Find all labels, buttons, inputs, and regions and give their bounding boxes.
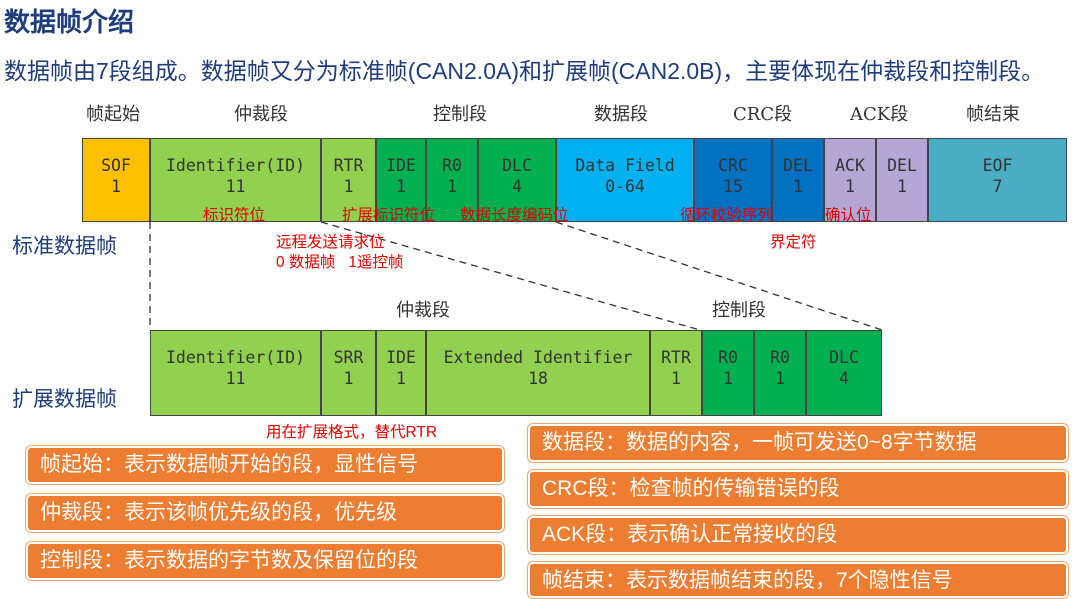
field-name: RTR: [333, 156, 364, 175]
note-data: 数据段：数据的内容，一帧可发送0~8字节数据: [528, 424, 1068, 462]
std-field-identifier: Identifier(ID) 11: [150, 138, 321, 222]
field-bits: 1: [343, 177, 354, 196]
rtr-connector-line: [320, 221, 701, 331]
field-bits: 1: [396, 369, 406, 388]
annotation-dlc: 数据长度编码位: [460, 207, 569, 224]
std-field-dlc: DLC 4: [478, 138, 556, 222]
annotation-rtr: 远程发送请求位: [276, 234, 385, 251]
ext-field-r0-a: R0 1: [702, 330, 754, 416]
field-bits: 4: [839, 369, 849, 388]
field-bits: 11: [225, 177, 246, 196]
field-bits: 1: [775, 369, 785, 388]
std-field-ide: IDE 1: [376, 138, 426, 222]
field-name: RTR: [661, 348, 691, 367]
field-bits: 7: [992, 177, 1003, 196]
field-bits: 1: [897, 177, 907, 196]
field-bits: 4: [512, 177, 522, 196]
field-name: Data Field: [575, 156, 675, 175]
field-bits: 1: [845, 177, 855, 196]
note-ack: ACK段：表示确认正常接收的段: [528, 516, 1068, 554]
ext-field-rtr: RTR 1: [650, 330, 702, 416]
field-bits: 1: [671, 369, 681, 388]
field-name: DLC: [829, 348, 859, 367]
annotation-rtr-values: 0 数据帧 1遥控帧: [276, 254, 404, 271]
field-name: Extended Identifier: [443, 348, 633, 367]
std-field-data: Data Field 0-64: [556, 138, 694, 222]
field-name: R0: [442, 156, 462, 175]
std-field-r0: R0 1: [426, 138, 478, 222]
field-name: DEL: [887, 156, 917, 175]
seg-label-data: 数据段: [594, 104, 648, 125]
field-name: R0: [718, 348, 738, 367]
ext-field-r0-b: R0 1: [754, 330, 806, 416]
annotation-delimiter: 界定符: [770, 234, 817, 251]
seg-label-crc: CRC段: [733, 104, 793, 125]
ext-field-srr: SRR 1: [321, 330, 376, 416]
field-bits: 1: [396, 177, 406, 196]
note-control: 控制段：表示数据的字节数及保留位的段: [26, 542, 504, 580]
ext-field-identifier: Identifier(ID) 11: [150, 330, 321, 416]
note-sof: 帧起始：表示数据帧开始的段，显性信号: [26, 446, 504, 484]
extended-frame-label: 扩展数据帧: [12, 388, 117, 411]
field-name: IDE: [386, 156, 416, 175]
seg-label-control: 控制段: [433, 104, 487, 125]
annotation-extended-id: 扩展标识符位: [342, 207, 436, 224]
intro-text: 数据帧由7段组成。数据帧又分为标准帧(CAN2.0A)和扩展帧(CAN2.0B)…: [4, 58, 1045, 84]
seg-label-eof: 帧结束: [966, 104, 1020, 125]
ext-seg-label-arbitration: 仲裁段: [396, 300, 450, 321]
standard-frame-label: 标准数据帧: [12, 235, 117, 258]
field-name: CRC: [718, 156, 748, 175]
field-bits: 1: [793, 177, 803, 196]
annotation-ack: 确认位: [825, 207, 872, 224]
field-name: R0: [770, 348, 790, 367]
field-bits: 0-64: [605, 177, 645, 196]
annotation-identifier: 标识符位: [203, 207, 266, 224]
field-name: DLC: [502, 156, 532, 175]
seg-label-ack: ACK段: [850, 104, 909, 125]
page-title: 数据帧介绍: [4, 7, 135, 37]
std-field-crc-del: DEL 1: [772, 138, 824, 222]
ext-seg-label-control: 控制段: [712, 300, 766, 321]
std-field-eof: EOF 7: [928, 138, 1067, 222]
dlc-connector-line: [555, 221, 883, 331]
seg-label-arbitration: 仲裁段: [234, 104, 288, 125]
field-bits: 18: [528, 369, 548, 388]
field-bits: 1: [111, 177, 121, 196]
annotation-srr: 用在扩展格式，替代RTR: [266, 424, 438, 441]
field-name: ACK: [835, 156, 865, 175]
note-crc: CRC段：检查帧的传输错误的段: [528, 470, 1068, 508]
std-field-ack-del: DEL 1: [876, 138, 928, 222]
std-field-ack: ACK 1: [824, 138, 876, 222]
std-field-rtr: RTR 1: [321, 138, 376, 222]
field-name: DEL: [783, 156, 813, 175]
field-bits: 1: [447, 177, 457, 196]
field-name: Identifier(ID): [165, 348, 306, 367]
field-name: IDE: [386, 348, 416, 367]
note-eof: 帧结束：表示数据帧结束的段，7个隐性信号: [528, 562, 1068, 598]
seg-label-sof: 帧起始: [86, 104, 140, 125]
field-name: SRR: [333, 348, 364, 367]
field-name: Identifier(ID): [165, 156, 306, 175]
annotation-crc: 循环校验序列: [680, 207, 774, 224]
field-bits: 1: [723, 369, 733, 388]
ext-field-dlc: DLC 4: [806, 330, 882, 416]
std-field-crc: CRC 15: [694, 138, 772, 222]
field-bits: 11: [225, 369, 246, 388]
ext-field-ide: IDE 1: [376, 330, 426, 416]
field-bits: 1: [343, 369, 354, 388]
note-arbitration: 仲裁段：表示该帧优先级的段，优先级: [26, 494, 504, 532]
std-field-sof: SOF 1: [82, 138, 150, 222]
field-name: SOF: [101, 156, 131, 175]
field-name: EOF: [982, 156, 1013, 175]
ext-field-extended-identifier: Extended Identifier 18: [426, 330, 650, 416]
field-bits: 15: [723, 177, 743, 196]
